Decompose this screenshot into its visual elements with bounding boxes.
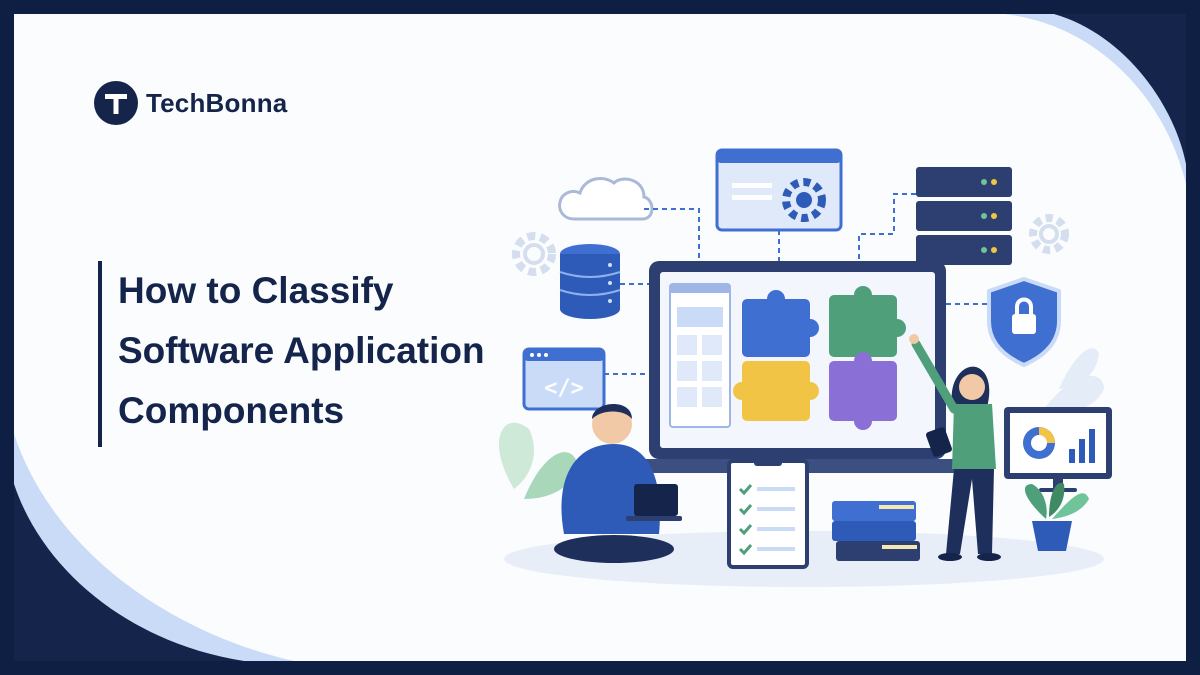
books-icon bbox=[832, 501, 920, 561]
analytics-monitor-icon bbox=[1004, 407, 1112, 492]
settings-window-icon bbox=[715, 148, 843, 232]
logo-badge bbox=[94, 81, 138, 125]
plant-leaves-right bbox=[1044, 348, 1104, 411]
brand-logo[interactable]: TechBonna bbox=[94, 81, 287, 125]
illustration: </> bbox=[498, 148, 1112, 587]
headline: How to Classify Software Application Com… bbox=[98, 261, 485, 447]
connector-lines bbox=[604, 193, 989, 375]
puzzle-pieces bbox=[733, 286, 906, 430]
puzzle-piece-green bbox=[829, 295, 897, 357]
tablet bbox=[926, 427, 952, 457]
gear-icon-right bbox=[1029, 214, 1069, 254]
plant-icon bbox=[1024, 483, 1089, 551]
headline-line-1: How to Classify bbox=[118, 270, 394, 311]
puzzle-piece-blue bbox=[742, 299, 810, 357]
headline-line-2: Software Application bbox=[118, 330, 485, 371]
cloud-icon bbox=[558, 177, 654, 221]
code-symbol: </> bbox=[544, 376, 584, 401]
server-rack-icon bbox=[916, 167, 1012, 265]
small-laptop bbox=[634, 484, 678, 516]
database-icon bbox=[559, 244, 621, 319]
standing-person bbox=[909, 334, 1001, 561]
plant-leaves-left bbox=[498, 422, 579, 499]
puzzle-piece-yellow bbox=[742, 361, 810, 421]
puzzle-piece-purple bbox=[829, 361, 897, 421]
brand-name: TechBonna bbox=[146, 87, 288, 118]
banner-card: TechBonna How to Classify Software Appli… bbox=[14, 14, 1186, 661]
code-window-icon: </> bbox=[522, 347, 606, 411]
sitting-person bbox=[554, 403, 682, 563]
headline-line-3: Components bbox=[118, 390, 345, 431]
logo-t-icon bbox=[105, 94, 127, 114]
gear-icon-left bbox=[512, 232, 556, 276]
shield-lock-icon bbox=[987, 276, 1061, 368]
decorative-corner-swooshes bbox=[14, 14, 1186, 661]
checklist-clipboard-icon bbox=[727, 454, 809, 569]
